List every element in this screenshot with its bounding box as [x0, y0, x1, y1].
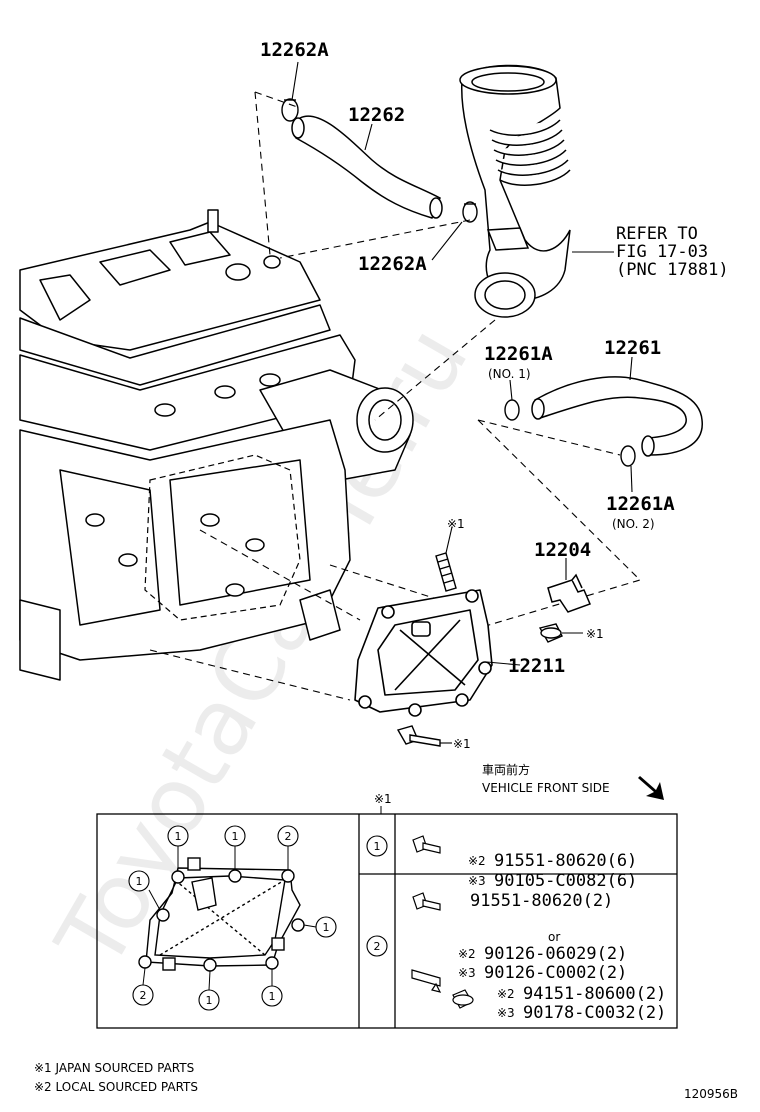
leader-lines — [291, 61, 633, 744]
clamp-12261A-no1 — [504, 399, 520, 421]
detail-circles — [128, 825, 388, 1011]
valve-12204 — [547, 573, 592, 613]
row2a-part1: 90126-06029(2) — [484, 944, 627, 964]
circle-label: 1 — [175, 830, 182, 843]
flange-bolt — [396, 725, 441, 747]
label-12204: 12204 — [534, 539, 591, 561]
row2a-mark1: ※2 — [458, 947, 476, 961]
circle-label: 1 — [232, 830, 239, 843]
detail-circle-labels: 1 1 2 1 1 2 1 1 1 2 — [136, 830, 381, 1007]
figure-id: 120956B — [684, 1087, 738, 1101]
engine-block — [19, 209, 414, 681]
row2-part-first: 91551-80620(2) — [470, 891, 613, 911]
row2b-part2: 90178-C0032(2) — [523, 1003, 666, 1023]
row1-part1: 91551-80620(6) — [494, 851, 637, 871]
detail-table — [96, 813, 678, 1029]
label-12262: 12262 — [348, 104, 405, 126]
intake-duct — [459, 64, 571, 318]
cover-12211 — [354, 589, 493, 717]
row2b-mark2: ※3 — [497, 1006, 515, 1020]
stud-bolt — [435, 552, 457, 592]
row2b-mark1: ※2 — [497, 987, 515, 1001]
detail-cover — [138, 857, 305, 972]
row2a-mark2: ※3 — [458, 966, 476, 980]
hose-12262 — [291, 115, 443, 219]
label-12261A-no2-note: (NO. 2) — [612, 517, 655, 531]
circle-label: 1 — [206, 994, 213, 1007]
table-text: ※2 91551-80620(6) ※3 90105-C0082(6) 9155… — [458, 851, 666, 1023]
label-12262A-mid: 12262A — [358, 253, 427, 275]
row-key-1: 1 — [374, 840, 381, 853]
label-12261A-no1-note: (NO. 1) — [488, 367, 531, 381]
clamp-12261A-no2 — [620, 445, 636, 467]
clamp-12262A-mid — [462, 201, 478, 223]
flange-nut — [538, 623, 563, 643]
circle-label: 1 — [136, 875, 143, 888]
circle-label: 1 — [269, 990, 276, 1003]
mark-nut: ※1 — [586, 627, 604, 641]
footnote-japan: ※1 JAPAN SOURCED PARTS — [34, 1061, 194, 1075]
mark-table: ※1 — [374, 792, 392, 806]
row1-part2: 90105-C0082(6) — [494, 871, 637, 891]
label-12211: 12211 — [508, 655, 565, 677]
mark-stud: ※1 — [447, 517, 465, 531]
clamp-12262A-top — [281, 98, 299, 122]
front-arrow-icon — [638, 776, 664, 800]
label-12261A-no2: 12261A — [606, 493, 675, 515]
circle-label: 2 — [285, 830, 292, 843]
label-12261A-no1: 12261A — [484, 343, 553, 365]
detail-callout-lines — [142, 846, 317, 991]
row1-mark2: ※3 — [468, 874, 486, 888]
mark-bolt: ※1 — [453, 737, 471, 751]
label-12261: 12261 — [604, 337, 661, 359]
row2-or: or — [548, 930, 560, 944]
direction-en: VEHICLE FRONT SIDE — [482, 781, 610, 795]
assembly-dash-lines — [149, 91, 642, 701]
refer-line2: FIG 17-03 — [616, 242, 708, 262]
row1-mark1: ※2 — [468, 854, 486, 868]
refer-line1: REFER TO — [616, 224, 698, 244]
direction-jp: 車両前方 — [482, 762, 530, 777]
gasket-outline — [144, 454, 301, 621]
hose-12261 — [531, 376, 703, 457]
row2a-part2: 90126-C0002(2) — [484, 963, 627, 983]
circle-label: 2 — [140, 989, 147, 1002]
refer-line3: (PNC 17881) — [616, 260, 729, 280]
row-key-2: 2 — [374, 940, 381, 953]
label-12262A-top: 12262A — [260, 39, 329, 61]
circle-label: 1 — [323, 921, 330, 934]
table-bolt-icons — [411, 835, 474, 1009]
footnote-local: ※2 LOCAL SOURCED PARTS — [34, 1080, 198, 1094]
row2b-part1: 94151-80600(2) — [523, 984, 666, 1004]
